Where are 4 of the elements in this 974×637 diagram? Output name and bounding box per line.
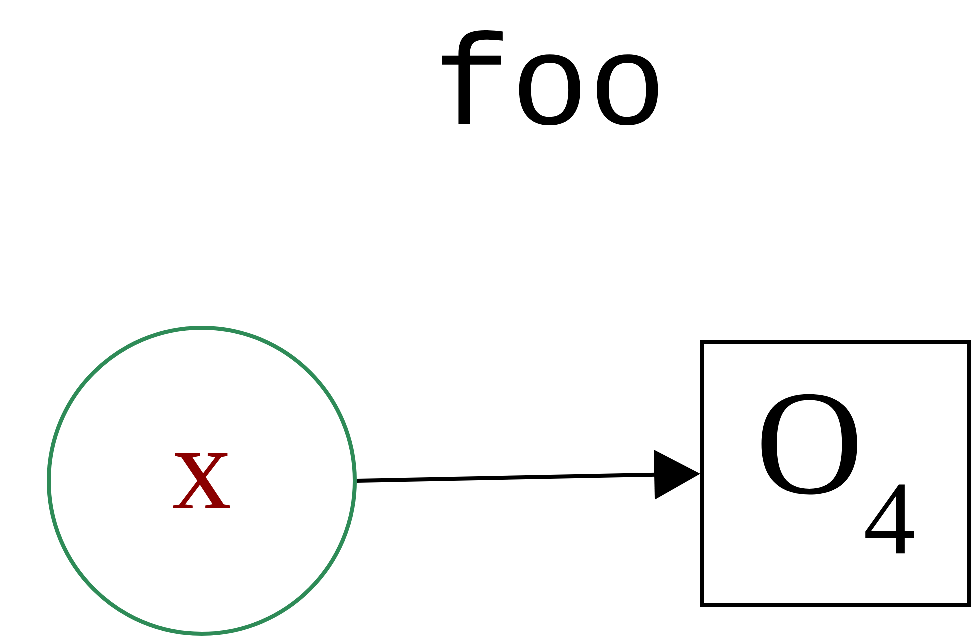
box-node: O$_{4}$: [700, 340, 972, 608]
arrow: [356, 450, 700, 500]
title: foo: [442, 30, 658, 126]
circle-node: x: [47, 326, 357, 636]
